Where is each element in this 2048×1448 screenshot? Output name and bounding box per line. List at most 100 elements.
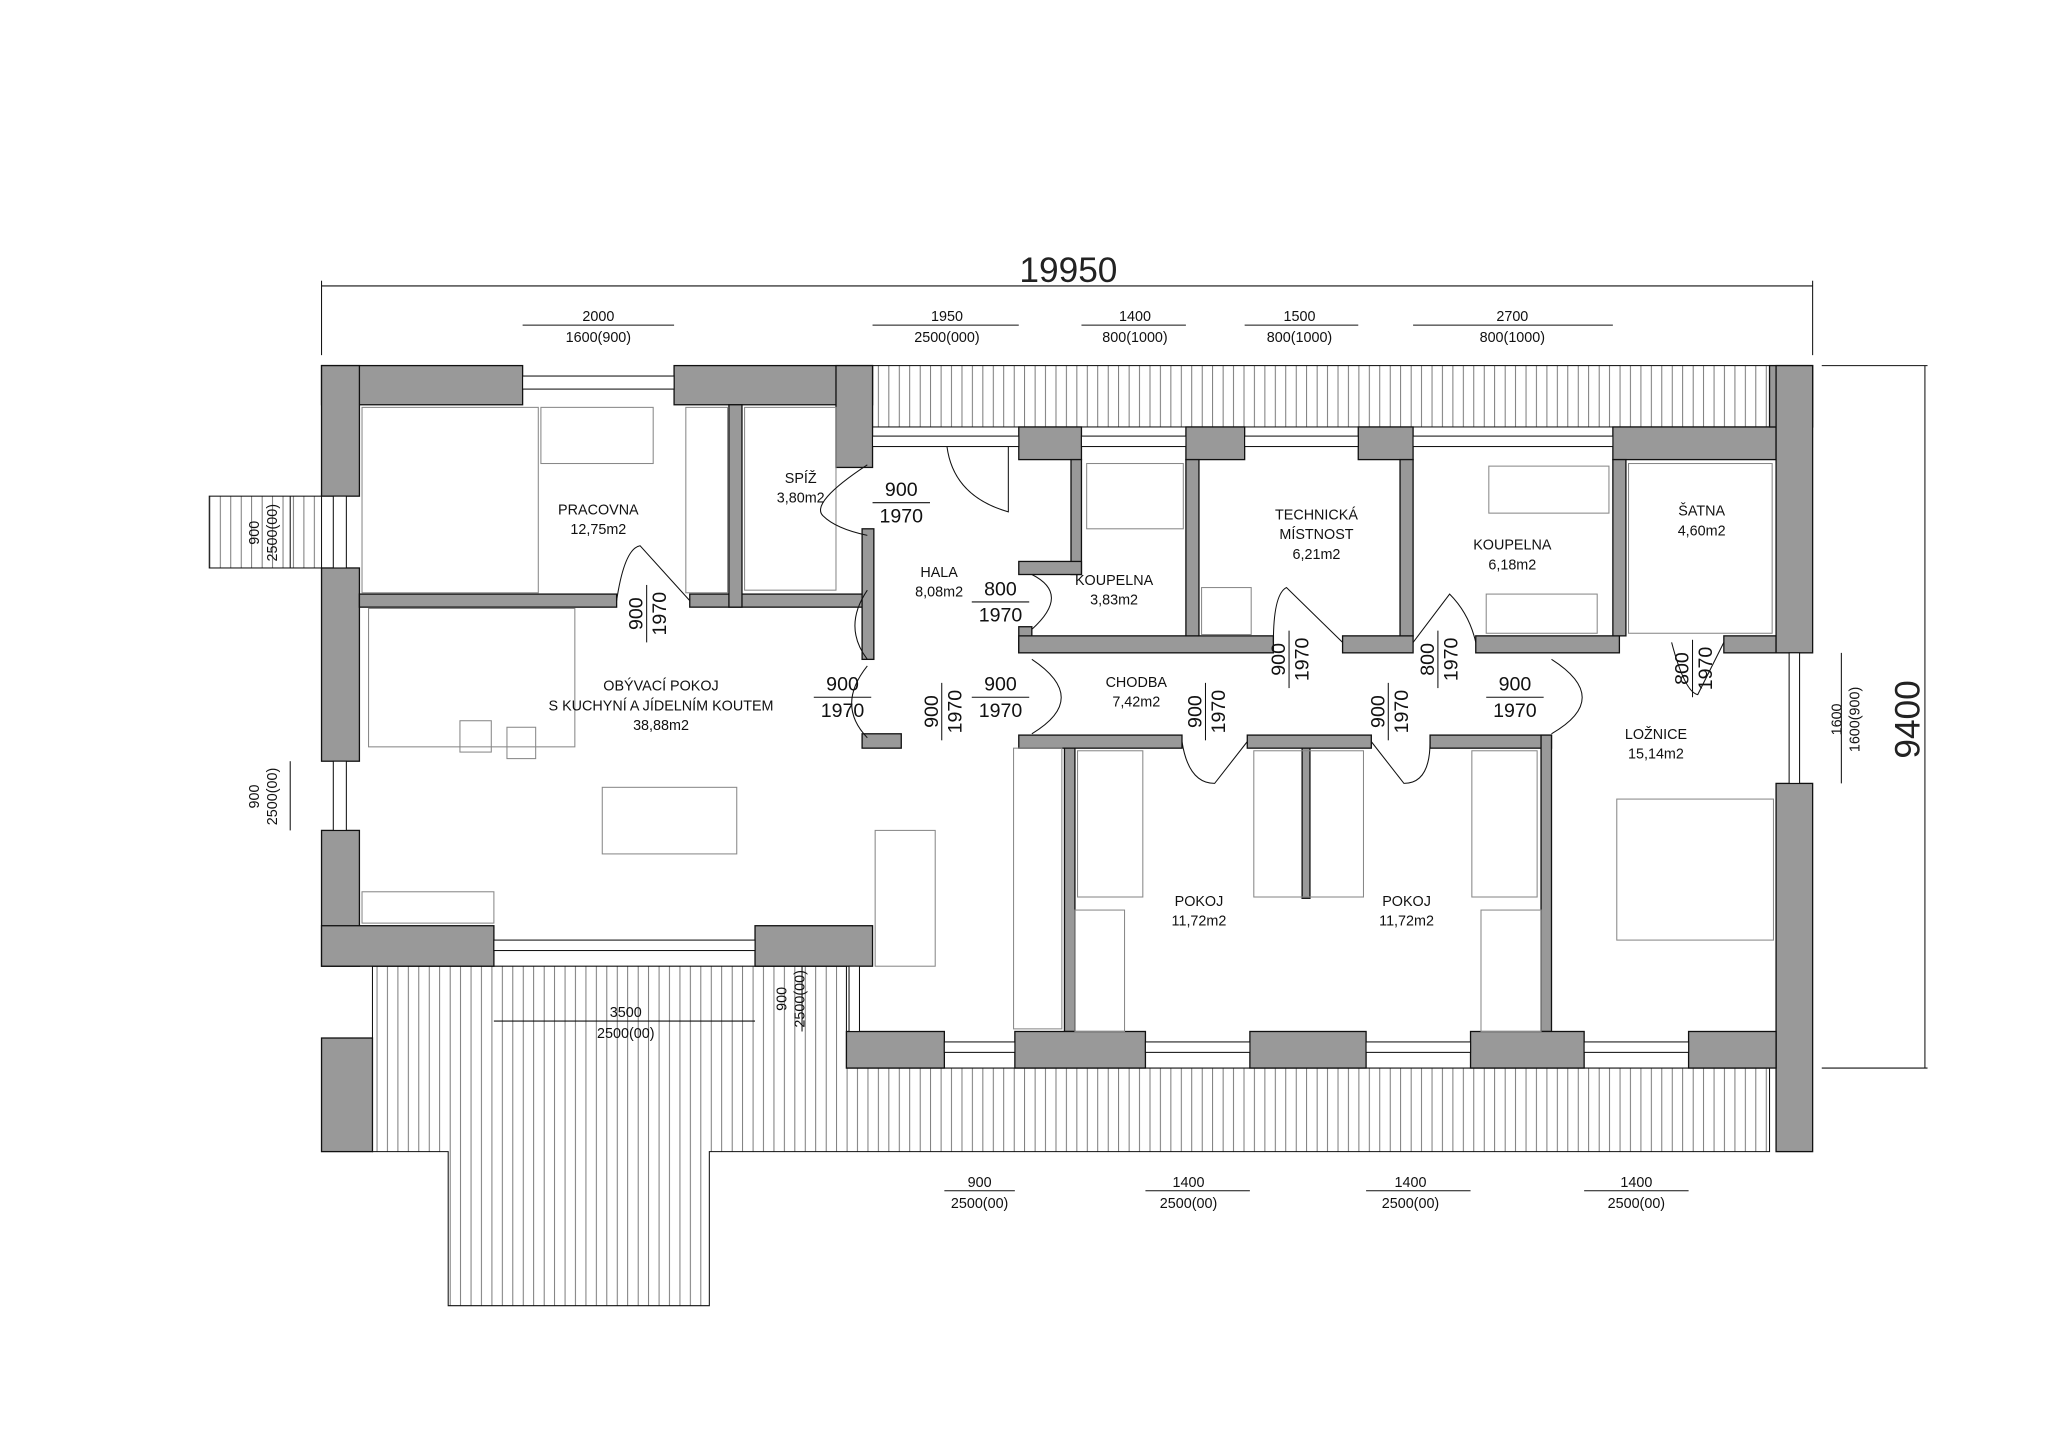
furniture: [361, 406, 1774, 1033]
room-name: CHODBA: [1106, 675, 1168, 691]
room-area: 12,75m2: [570, 522, 626, 538]
door-width-label: 800: [1417, 643, 1439, 676]
door-width-label: 900: [626, 597, 648, 630]
armchair: [459, 720, 492, 753]
window-width-label: 1400: [1173, 1175, 1205, 1191]
window-width-label: 900: [247, 521, 263, 545]
door-height-label: 1970: [979, 605, 1023, 627]
decks: [208, 365, 1771, 1307]
door-height-label: 1970: [1208, 690, 1230, 734]
bed-pokoj-1: [1077, 750, 1144, 898]
double-bed: [1616, 798, 1774, 941]
window-width-label: 3500: [610, 1005, 642, 1021]
door-width-label: 900: [826, 674, 859, 696]
window-spec-label: 2500(00): [597, 1026, 654, 1042]
room-name: LOŽNICE: [1625, 726, 1687, 743]
room-area: 3,83m2: [1090, 593, 1138, 609]
walls: [320, 364, 1814, 1153]
room-name: OBÝVACÍ POKOJ: [603, 678, 718, 695]
window-spec-label: 2500(00): [1160, 1196, 1217, 1212]
window-width-label: 1500: [1284, 309, 1316, 325]
bathtub-small: [1086, 462, 1184, 530]
double-sink: [1485, 593, 1598, 634]
room-area: 8,08m2: [915, 585, 963, 601]
room-area: 6,21m2: [1293, 547, 1341, 563]
window-spec-label: 2500(000): [914, 330, 979, 346]
overall-depth-label: 9400: [1889, 680, 1928, 758]
wardrobe-pokoje: [1253, 750, 1364, 898]
window-width-label: 1400: [1395, 1175, 1427, 1191]
entrance-steps: [208, 495, 323, 569]
tv-unit: [874, 829, 936, 967]
windows: [332, 375, 1801, 1053]
room-name: POKOJ: [1382, 894, 1431, 910]
wardrobe-pracovna: [685, 406, 729, 594]
room-area: 3,80m2: [777, 491, 825, 507]
dining-table: [601, 786, 738, 855]
window-spec-label: 2500(00): [951, 1196, 1008, 1212]
kitchen-counter: [1013, 747, 1063, 1030]
bed-pokoj-2: [1471, 750, 1538, 898]
door-width-label: 900: [984, 674, 1017, 696]
window-width-label: 900: [774, 987, 790, 1011]
side-table: [506, 726, 537, 760]
window-spec-label: 800(1000): [1267, 330, 1332, 346]
room-area: 11,72m2: [1172, 914, 1227, 930]
dimension-lines: [289, 280, 1928, 1192]
room-name: KOUPELNA: [1473, 538, 1552, 554]
shelves-spiz: [744, 406, 837, 591]
door-height-label: 1970: [1391, 690, 1413, 734]
window-width-label: 900: [968, 1175, 992, 1191]
window-spec-label: 1600(900): [566, 330, 631, 346]
radiator: [361, 891, 495, 924]
room-name: MÍSTNOST: [1279, 526, 1353, 543]
room-name: KOUPELNA: [1075, 573, 1154, 589]
room-name: ŠATNA: [1678, 503, 1725, 520]
room-area: 6,18m2: [1488, 557, 1536, 573]
door-height-label: 1970: [1440, 637, 1462, 681]
door-width-label: 900: [1185, 695, 1207, 728]
door-width-label: 900: [1499, 674, 1532, 696]
room-area: 38,88m2: [633, 718, 689, 734]
door-width-label: 800: [1672, 652, 1694, 685]
window-width-label: 1600: [1829, 703, 1845, 735]
door-height-label: 1970: [1493, 700, 1537, 722]
window-spec-label: 2500(00): [1608, 1196, 1665, 1212]
room-name: S KUCHYNÍ A JÍDELNÍM KOUTEM: [549, 697, 774, 714]
window-width-label: 1950: [931, 309, 963, 325]
boiler: [1201, 587, 1252, 636]
wardrobe-satna: [1628, 462, 1773, 634]
room-area: 15,14m2: [1628, 747, 1684, 763]
overall-width-label: 19950: [1019, 251, 1117, 290]
door-width-label: 900: [921, 695, 943, 728]
room-area: 11,72m2: [1379, 914, 1434, 930]
room-area: 4,60m2: [1678, 523, 1726, 539]
window-spec-label: 2500(00): [265, 504, 281, 561]
door-height-label: 1970: [821, 700, 865, 722]
bed-pracovna: [361, 406, 539, 594]
window-spec-label: 1600(900): [1848, 687, 1864, 752]
room-name: SPÍŽ: [785, 470, 817, 487]
desk-pracovna: [540, 406, 654, 465]
window-spec-label: 800(1000): [1480, 330, 1545, 346]
window-width-label: 2000: [582, 309, 614, 325]
door-height-label: 1970: [979, 700, 1023, 722]
window-width-label: 1400: [1620, 1175, 1652, 1191]
door-width-label: 900: [1367, 695, 1389, 728]
sofa: [368, 607, 576, 748]
window-spec-label: 2500(00): [265, 768, 281, 825]
deck-north: [872, 365, 1771, 428]
desk-pokoj-2: [1480, 909, 1542, 1033]
door-height-label: 1970: [879, 505, 923, 527]
room-area: 7,42m2: [1112, 694, 1160, 710]
room-name: POKOJ: [1175, 894, 1224, 910]
window-spec-label: 2500(00): [793, 970, 809, 1027]
room-name: PRACOVNA: [558, 502, 639, 518]
room-name: HALA: [920, 565, 958, 581]
window-width-label: 900: [247, 784, 263, 808]
window-width-label: 2700: [1496, 309, 1528, 325]
window-width-label: 1400: [1119, 309, 1151, 325]
bathtub: [1488, 465, 1610, 514]
